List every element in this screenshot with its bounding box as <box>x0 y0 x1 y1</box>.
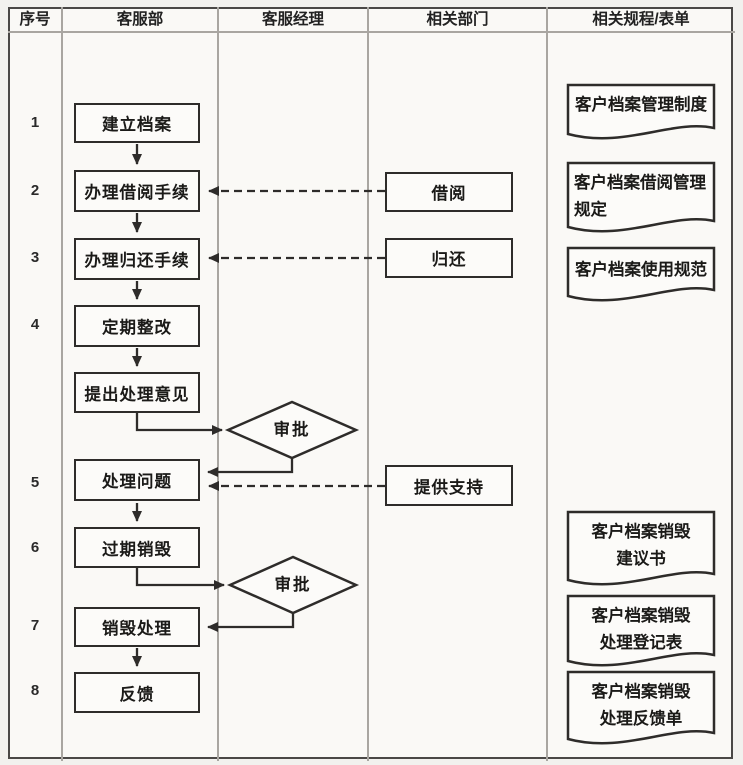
process-box-borrow-procedure: 办理借阅手续 <box>74 170 200 212</box>
process-box-handle-problem: 处理问题 <box>74 459 200 501</box>
document-line: 规定 <box>574 201 607 219</box>
document-shape-usage-standard <box>566 246 716 302</box>
arrow-destroy-to-approve2 <box>135 568 225 590</box>
column-divider-4 <box>546 7 548 761</box>
column-header-service-manager: 客服经理 <box>261 11 324 28</box>
document-shape-management-system <box>566 83 716 140</box>
process-box-create-archive: 建立档案 <box>74 103 200 143</box>
arrow-approve1-to-handle <box>207 458 294 477</box>
process-box-support-dept: 提供支持 <box>385 465 513 506</box>
document-line: 处理反馈单 <box>599 710 683 728</box>
document-line: 客户档案管理制度 <box>575 96 707 114</box>
header-underline <box>8 31 735 33</box>
document-label-borrow-regulation: 客户档案借阅管理 规定 <box>574 170 712 224</box>
decision-diamond-approve-2 <box>226 555 360 615</box>
document-line: 客户档案使用规范 <box>575 261 707 279</box>
row-number-7: 7 <box>30 617 40 634</box>
document-line: 建议书 <box>616 550 666 568</box>
row-number-1: 1 <box>30 114 40 131</box>
decision-label-approve-1: 审批 <box>273 421 311 439</box>
column-divider-3 <box>367 7 369 761</box>
column-header-procedures-forms: 相关规程/表单 <box>592 11 690 28</box>
row-number-2: 2 <box>30 182 40 199</box>
arrow-approve2-to-destroyhandle <box>207 613 295 632</box>
document-label-destroy-feedback: 客户档案销毁 处理反馈单 <box>570 679 712 733</box>
document-line: 处理登记表 <box>599 634 683 652</box>
column-divider-1 <box>61 7 63 761</box>
row-number-5: 5 <box>30 474 40 491</box>
arrow-opinion-to-approve1 <box>135 413 223 435</box>
document-label-destroy-proposal: 客户档案销毁 建议书 <box>570 519 712 573</box>
document-label-usage-standard: 客户档案使用规范 <box>570 257 712 284</box>
document-shape-destroy-register <box>566 594 716 667</box>
document-line: 客户档案销毁 <box>591 607 691 625</box>
process-box-return-dept: 归还 <box>385 238 513 278</box>
document-shape-destroy-proposal <box>566 510 716 586</box>
document-shape-borrow-regulation <box>566 161 716 233</box>
column-header-service-dept: 客服部 <box>116 11 164 28</box>
column-header-related-dept: 相关部门 <box>426 11 489 28</box>
column-header-seq: 序号 <box>19 11 51 28</box>
decision-label-approve-2: 审批 <box>274 576 312 594</box>
document-label-management-system: 客户档案管理制度 <box>570 92 712 119</box>
process-box-propose-opinion: 提出处理意见 <box>74 372 200 413</box>
process-box-return-procedure: 办理归还手续 <box>74 238 200 280</box>
document-line: 客户档案销毁 <box>591 683 691 701</box>
row-number-6: 6 <box>30 539 40 556</box>
column-divider-2 <box>217 7 219 761</box>
row-number-4: 4 <box>30 316 40 333</box>
document-label-destroy-register: 客户档案销毁 处理登记表 <box>570 603 712 657</box>
process-box-feedback: 反馈 <box>74 672 200 713</box>
row-number-3: 3 <box>30 249 40 266</box>
process-box-borrow-dept: 借阅 <box>385 172 513 212</box>
process-box-periodic-rectify: 定期整改 <box>74 305 200 347</box>
decision-diamond-approve-1 <box>224 400 360 460</box>
process-box-expire-destroy: 过期销毁 <box>74 527 200 568</box>
document-line: 客户档案借阅管理 <box>574 174 706 192</box>
document-line: 客户档案销毁 <box>591 523 691 541</box>
document-shape-destroy-feedback <box>566 670 716 745</box>
row-number-8: 8 <box>30 682 40 699</box>
process-box-destroy-handle: 销毁处理 <box>74 607 200 647</box>
